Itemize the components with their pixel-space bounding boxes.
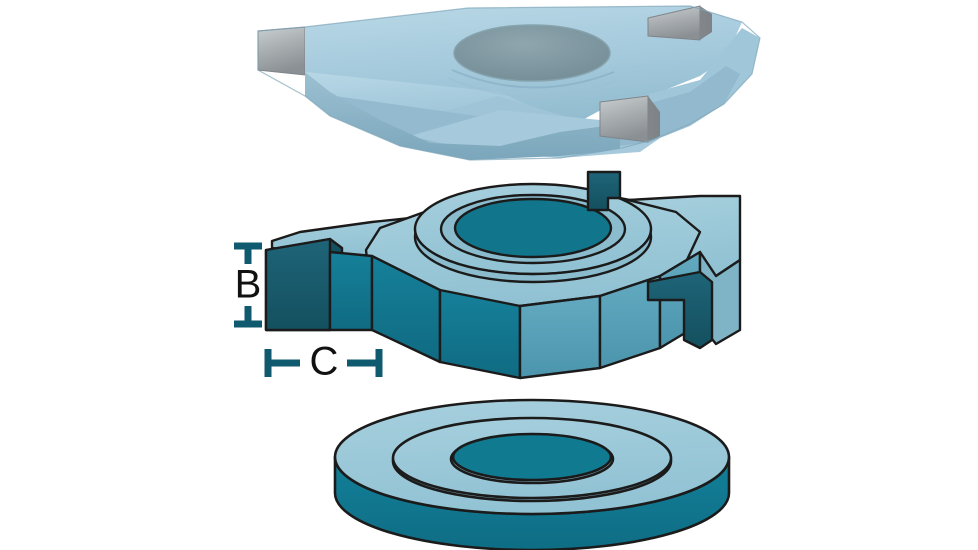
- middle-cutter-tip-right: [646, 270, 714, 350]
- top-cutter-bore: [453, 24, 611, 82]
- middle-cutter-sides: [328, 250, 742, 380]
- dimension-c-label: C: [310, 340, 339, 384]
- top-cutter-tip-left: [257, 26, 317, 76]
- dimension-b-label: B: [235, 263, 262, 307]
- dimension-b: B: [234, 242, 262, 328]
- top-cutter-tip-upper-right: [647, 5, 712, 41]
- middle-cutter-tip-top: [586, 170, 622, 212]
- top-cutter-tip-lower-right: [599, 95, 660, 143]
- bottom-washer-body: [333, 398, 731, 550]
- dimension-c: C: [264, 340, 383, 384]
